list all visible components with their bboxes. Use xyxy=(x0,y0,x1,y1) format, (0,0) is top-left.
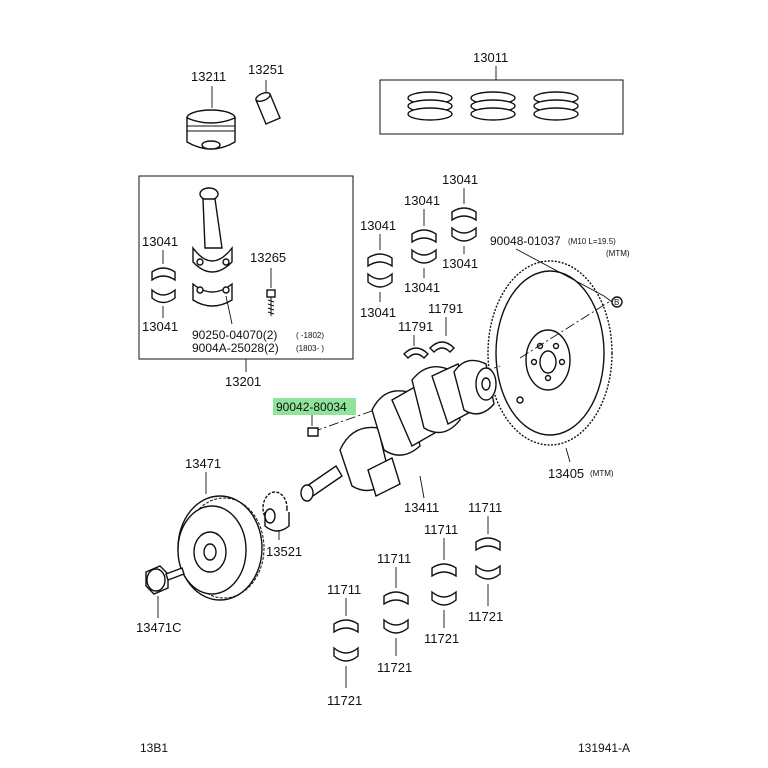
piston-pin-icon xyxy=(255,92,281,125)
svg-text:B: B xyxy=(614,298,619,307)
part-label-13521[interactable]: 13521 xyxy=(266,544,302,559)
flywheel-bolt-variant-note: (MTM) xyxy=(606,249,630,258)
rod-bolt-date-range: (1803- ) xyxy=(296,344,324,353)
piston-rings-icon xyxy=(407,91,579,121)
diagram-section-code: 13B1 xyxy=(140,741,168,755)
part-label-13041-left-top[interactable]: 13041 xyxy=(360,218,396,233)
part-label-13041-mid-top[interactable]: 13041 xyxy=(404,193,440,208)
part-label-13471c[interactable]: 13471C xyxy=(136,620,182,635)
connecting-rod-icon xyxy=(192,187,233,307)
part-label-11721-mid-left[interactable]: 11721 xyxy=(377,660,412,675)
rod-bolt-icon xyxy=(266,289,276,316)
highlight-bg xyxy=(273,398,356,415)
part-label-13411[interactable]: 13411 xyxy=(404,500,439,515)
part-label-13201[interactable]: 13201 xyxy=(225,374,261,389)
part-label-11791-left[interactable]: 11791 xyxy=(398,319,433,334)
part-label-13471[interactable]: 13471 xyxy=(185,456,221,471)
woodruff-key-icon xyxy=(307,427,319,437)
thrust-washer-icon xyxy=(403,341,455,359)
part-label-13041-top[interactable]: 13041 xyxy=(442,172,478,187)
part-label-13041-box-top[interactable]: 13041 xyxy=(142,234,178,249)
part-label-13265[interactable]: 13265 xyxy=(250,250,286,265)
part-label-13041-right-bottom[interactable]: 13041 xyxy=(442,256,478,271)
rod-nut-part-number[interactable]: 90250-04070(2) xyxy=(192,328,277,342)
part-label-13041-box-bottom[interactable]: 13041 xyxy=(142,319,178,334)
part-label-90042-80034[interactable]: 90042-80034 xyxy=(276,400,347,414)
part-label-13251[interactable]: 13251 xyxy=(248,62,284,77)
part-label-13041-left-bottom[interactable]: 13041 xyxy=(360,305,396,320)
part-label-11711-right[interactable]: 11711 xyxy=(468,500,502,515)
crankshaft-icon xyxy=(300,359,497,502)
crankshaft-sprocket-icon xyxy=(262,491,290,532)
flywheel-bolt-size-note: (M10 L=19.5) xyxy=(568,237,616,246)
part-label-11791-right[interactable]: 11791 xyxy=(428,301,463,316)
piston-icon xyxy=(186,109,236,150)
pulley-bolt-icon xyxy=(145,565,185,595)
part-label-90048-01037[interactable]: 90048-01037 xyxy=(490,234,561,248)
main-bearings-upper-icon xyxy=(367,207,477,288)
reference-marker-b: B xyxy=(611,296,623,308)
rod-nut-date-range: ( -1802) xyxy=(296,331,324,340)
rod-bolt-part-number[interactable]: 9004A-25028(2) xyxy=(192,341,279,355)
part-label-11721-left[interactable]: 11721 xyxy=(327,693,362,708)
main-bearings-lower-icon xyxy=(333,537,501,662)
part-label-11721-right[interactable]: 11721 xyxy=(468,609,503,624)
rod-bearing-upper-icon xyxy=(151,267,176,304)
diagram-reference-code: 131941-A xyxy=(578,741,630,755)
flywheel-icon xyxy=(487,260,613,446)
part-label-13405[interactable]: 13405 xyxy=(548,466,584,481)
part-label-13211[interactable]: 13211 xyxy=(191,69,226,84)
flywheel-variant-note: (MTM) xyxy=(590,469,614,478)
crankshaft-pulley-icon xyxy=(177,495,265,601)
part-label-11711-left[interactable]: 11711 xyxy=(327,582,361,597)
part-label-11721-mid-right[interactable]: 11721 xyxy=(424,631,459,646)
piston-ring-set-box xyxy=(379,79,624,135)
part-label-13011[interactable]: 13011 xyxy=(473,50,508,65)
part-label-13041-mid-bottom[interactable]: 13041 xyxy=(404,280,440,295)
part-label-11711-mid-left[interactable]: 11711 xyxy=(377,551,411,566)
part-label-11711-mid-right[interactable]: 11711 xyxy=(424,522,458,537)
